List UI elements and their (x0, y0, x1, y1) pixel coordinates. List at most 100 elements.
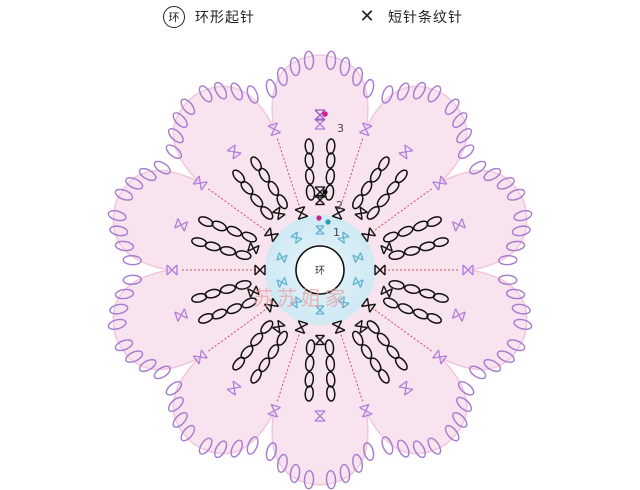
chain-dashed-lines (180, 109, 460, 404)
inner-single-crochet-diag-b (254, 264, 266, 276)
outer-tip-single-crochet-top (461, 311, 466, 322)
outer-chain-loop (469, 365, 487, 380)
inner-chain-loop (250, 332, 264, 347)
inner-tip-single-crochet-bottom (354, 319, 363, 327)
inner-tip-single-crochet (380, 285, 393, 298)
outer-tip-single-crochet-diag-b (174, 311, 188, 319)
inner-single-crochet (294, 205, 309, 220)
inner-single-crochet-top (263, 303, 271, 313)
outer-tip-single-crochet (226, 380, 242, 396)
outer-tip-single-crochet (451, 308, 466, 322)
round-1-start-marker (325, 219, 331, 225)
center-single-crochet-diag-b (315, 225, 325, 235)
outer-single-crochet-diag-b (267, 406, 281, 415)
inner-tip-single-crochet-diag-b (315, 195, 325, 205)
outer-tip-single-crochet (314, 410, 326, 422)
inner-tip-single-crochet-top (359, 327, 368, 334)
outer-chain-loop (122, 274, 142, 286)
inner-single-crochet-bottom (360, 297, 369, 307)
outer-tip-single-crochet-bottom (232, 152, 242, 160)
outer-single-crochet-bottom (359, 131, 370, 137)
inner-single-crochet-bottom (271, 297, 280, 307)
outer-chain-loop (167, 396, 184, 413)
outer-chain-loop (289, 463, 301, 484)
inner-single-crochet (360, 297, 377, 313)
center-single-crochet-top (276, 279, 281, 288)
center-single-crochet-top (359, 252, 364, 261)
center-single-crochet-top (342, 302, 350, 309)
inner-single-crochet-top (263, 227, 271, 237)
inner-single-crochet-bottom (298, 320, 308, 325)
center-single-crochet-diag-b (337, 236, 350, 240)
outer-chain-loop (198, 85, 213, 103)
outer-single-crochet-top (192, 355, 200, 365)
inner-single-crochet (294, 320, 309, 335)
inner-single-crochet-diag-b (294, 323, 309, 331)
outer-chain-loop (457, 380, 475, 396)
outer-chain-loop (452, 112, 468, 129)
outer-single-crochet (166, 264, 178, 276)
outer-single-crochet-diag-b (361, 404, 370, 418)
inner-chain-loop (377, 368, 390, 384)
outer-single-crochet-top (267, 413, 278, 418)
inner-chain-loop (360, 344, 373, 360)
inner-tip-single-crochet-top (247, 288, 252, 298)
outer-tip-single-crochet-bottom (398, 380, 408, 388)
inner-chain-loop (250, 193, 264, 208)
outer-chain-loop (122, 254, 142, 266)
center-single-crochet (337, 296, 350, 309)
inner-single-crochet-bottom (360, 233, 369, 243)
inner-single-crochet-bottom (271, 233, 280, 243)
inner-chain-loop (260, 320, 274, 334)
inner-chain-loop (366, 206, 380, 220)
center-single-crochet (337, 231, 350, 244)
inner-chain-loop (191, 237, 208, 248)
inner-chain-loop (366, 320, 380, 334)
inner-chain-loop (250, 156, 263, 172)
inner-chain-loop (198, 216, 214, 228)
round-3-marker-stitch-diag-b (314, 109, 326, 121)
outer-chain-loop (444, 424, 460, 442)
outer-chain-loop (125, 177, 144, 190)
outer-chain-loop (276, 67, 288, 87)
outer-chain-loop (230, 439, 244, 458)
outer-chain-loop (513, 210, 533, 222)
outer-chain-loop (339, 56, 351, 77)
center-single-crochet (315, 305, 325, 315)
inner-chain-loop (267, 344, 280, 360)
inner-single-crochet-diag-b (297, 206, 306, 220)
outer-chain-loop (246, 85, 259, 104)
legend-ring-item: 环 环形起针 (163, 6, 255, 28)
inner-tip-single-crochet-top (247, 242, 252, 252)
outer-tip-single-crochet-diag-b (177, 218, 185, 232)
center-single-crochet-diag-b (315, 305, 325, 315)
single-crochet-symbol-icon: ✕ (359, 6, 375, 27)
inner-chain-loop (276, 330, 288, 346)
outer-chain-loop (325, 50, 337, 70)
outer-tip-single-crochet-bottom (183, 221, 189, 232)
outer-tip-single-crochet-diag-b (455, 308, 463, 322)
outer-chain-loop (352, 67, 364, 87)
outer-tip-single-crochet-top (226, 144, 236, 152)
outer-tip-single-crochet-top (461, 218, 466, 229)
inner-single-crochet (263, 227, 280, 243)
outer-chain-loop (172, 411, 188, 428)
inner-single-crochet-top (294, 205, 305, 211)
outer-single-crochet-bottom (432, 349, 440, 359)
inner-tip-single-crochet-diag-b (315, 335, 325, 345)
inner-single-crochet-diag-b (361, 232, 376, 237)
inner-chain-loop (304, 355, 315, 372)
outer-chain-loop (483, 167, 502, 182)
outer-chain-loop (153, 160, 171, 175)
outer-chain-loop (381, 436, 394, 455)
outer-chain-loop (505, 288, 526, 300)
outer-tip-single-crochet (226, 144, 242, 160)
inner-chain-loop (394, 169, 408, 184)
outer-chain-loop (483, 358, 502, 373)
outer-chain-loop (513, 318, 533, 330)
inner-chain-loop (260, 206, 274, 220)
outer-single-crochets (166, 118, 474, 422)
inner-single-crochet-diag-b (334, 320, 343, 334)
outer-single-crochet (267, 122, 281, 137)
outer-tip-single-crochet-top (174, 218, 179, 229)
